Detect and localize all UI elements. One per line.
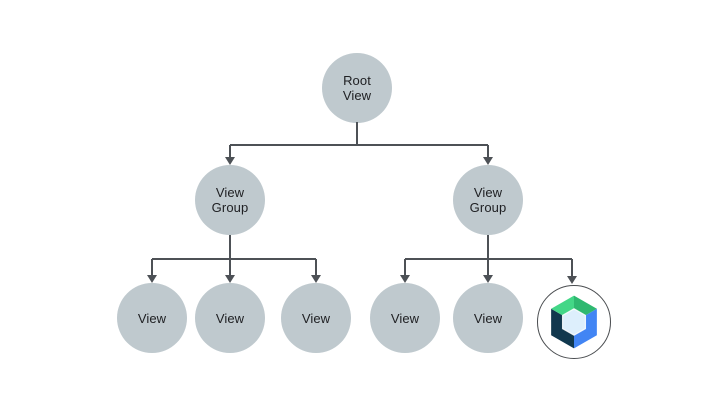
node-view-1: View bbox=[117, 283, 187, 353]
node-label: View bbox=[137, 310, 167, 326]
node-label: View bbox=[215, 310, 245, 326]
node-view-2: View bbox=[195, 283, 265, 353]
jetpack-compose-icon bbox=[551, 295, 597, 349]
node-view-group-right: View Group bbox=[453, 165, 523, 235]
arrowhead-to-compose-node bbox=[567, 276, 577, 284]
node-label: View bbox=[473, 310, 503, 326]
arrowhead-to-view-2 bbox=[225, 275, 235, 283]
node-view-group-left: View Group bbox=[195, 165, 265, 235]
node-label: Root View bbox=[342, 73, 372, 103]
node-view-3: View bbox=[281, 283, 351, 353]
node-label: View bbox=[390, 310, 420, 326]
arrowhead-to-view-group-right bbox=[483, 157, 493, 165]
arrowhead-to-view-group-left bbox=[225, 157, 235, 165]
node-label: View Group bbox=[469, 185, 507, 215]
node-label: View bbox=[301, 310, 331, 326]
node-view-4: View bbox=[370, 283, 440, 353]
node-compose bbox=[537, 285, 611, 359]
node-label: View Group bbox=[211, 185, 249, 215]
node-view-5: View bbox=[453, 283, 523, 353]
node-root-view: Root View bbox=[322, 53, 392, 123]
arrowhead-to-view-1 bbox=[147, 275, 157, 283]
connector-left-group-to-views bbox=[151, 235, 317, 276]
arrowhead-to-view-5 bbox=[483, 275, 493, 283]
connector-right-group-to-views bbox=[404, 235, 573, 277]
arrowhead-to-view-3 bbox=[311, 275, 321, 283]
arrowhead-to-view-4 bbox=[400, 275, 410, 283]
connector-root-to-groups bbox=[229, 122, 489, 158]
